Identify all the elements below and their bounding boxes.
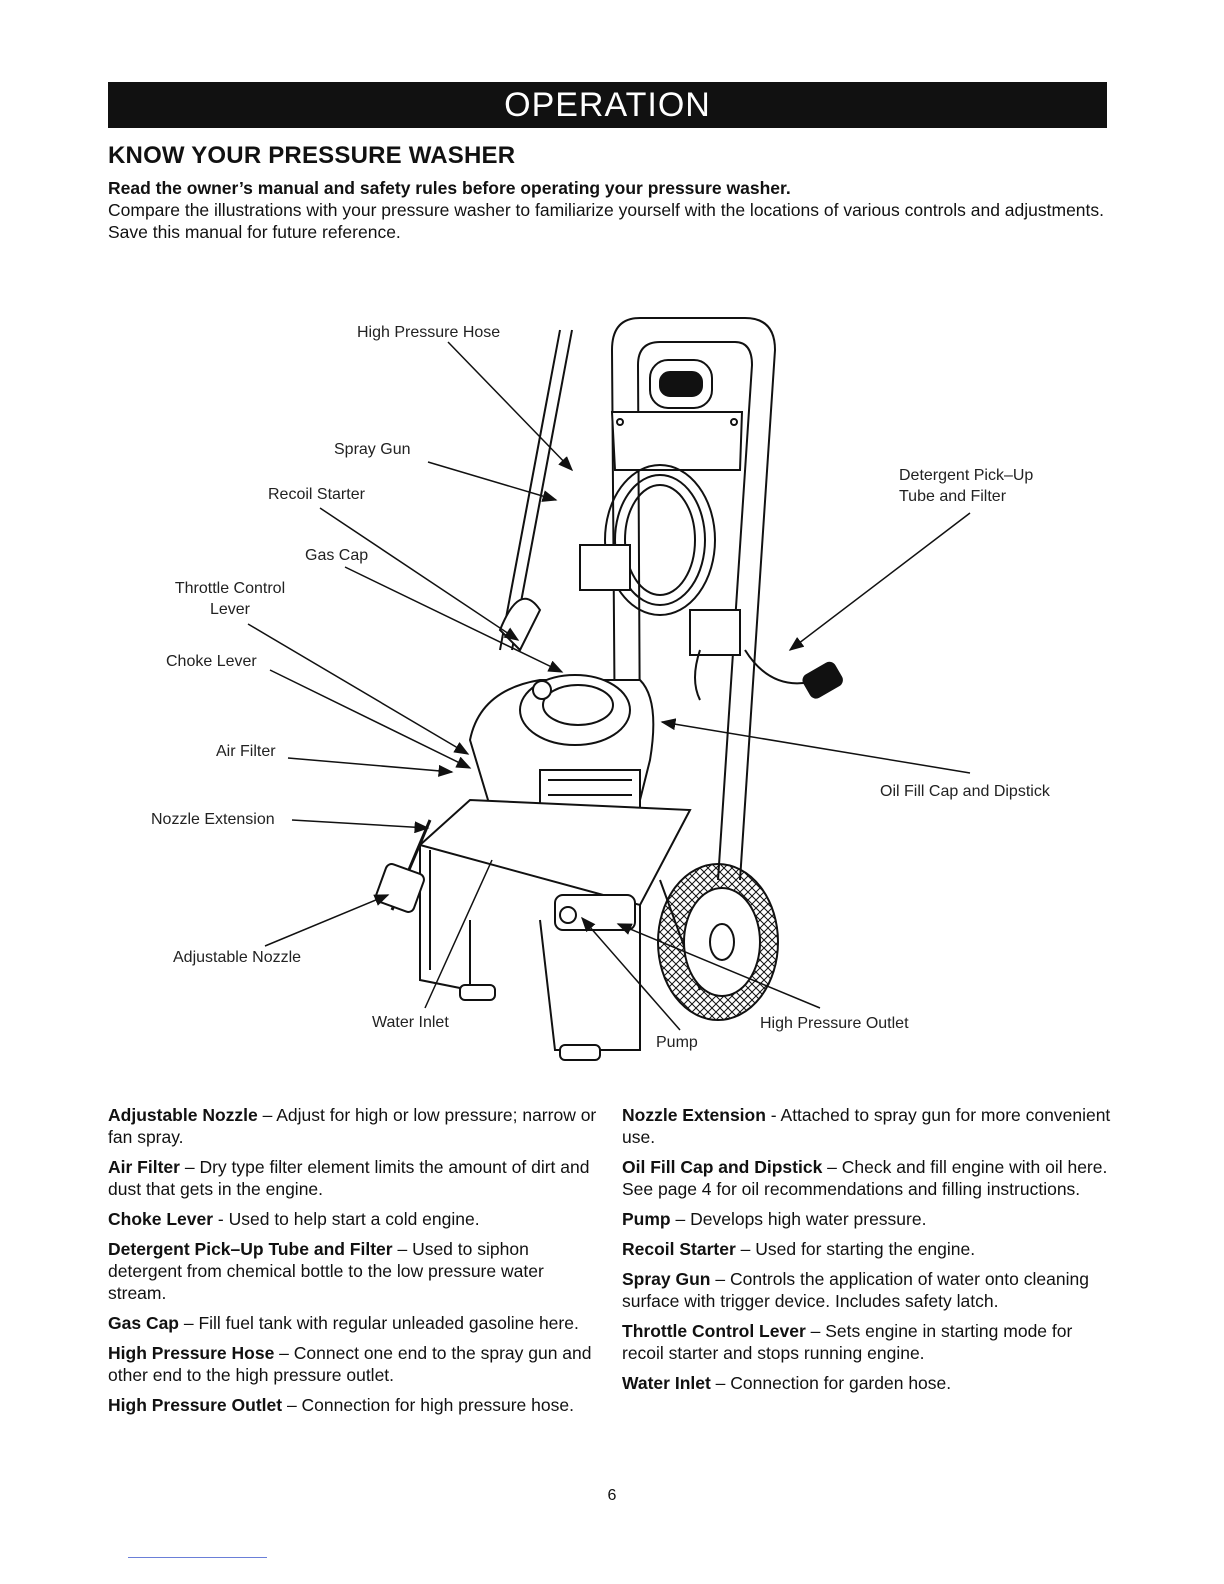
definition-item: Water Inlet – Connection for garden hose… xyxy=(622,1373,952,1393)
definition-item: Nozzle Extension - Attached to spray gun… xyxy=(622,1105,1111,1147)
callout-oil-fill-cap: Oil Fill Cap and Dipstick xyxy=(880,783,1050,800)
callout-gas-cap: Gas Cap xyxy=(305,547,369,564)
definition-item: High Pressure Outlet – Connection for hi… xyxy=(108,1395,574,1415)
definition-item: Recoil Starter – Used for starting the e… xyxy=(622,1239,976,1259)
definitions-right-column: Nozzle Extension - Attached to spray gun… xyxy=(622,1104,1112,1402)
definition-item: High Pressure Hose – Connect one end to … xyxy=(108,1343,592,1385)
definition-item: Gas Cap – Fill fuel tank with regular un… xyxy=(108,1313,579,1333)
page-number: 6 xyxy=(607,1487,617,1504)
callout-nozzle-extension: Nozzle Extension xyxy=(151,811,275,828)
footer-rule xyxy=(128,1557,267,1558)
definition-item: Throttle Control Lever – Sets engine in … xyxy=(622,1321,1073,1363)
callout-spray-gun: Spray Gun xyxy=(334,441,411,458)
definition-item: Pump – Develops high water pressure. xyxy=(622,1209,927,1229)
callout-high-pressure-hose: High Pressure Hose xyxy=(357,324,501,341)
lead-text: Read the owner’s manual and safety rules… xyxy=(108,178,791,198)
callout-leaders xyxy=(247,341,971,1031)
definitions-left-column: Adjustable Nozzle – Adjust for high or l… xyxy=(108,1104,598,1424)
callout-water-inlet: Water Inlet xyxy=(372,1014,449,1031)
callout-recoil-starter: Recoil Starter xyxy=(268,486,365,503)
definition-item: Oil Fill Cap and Dipstick – Check and fi… xyxy=(622,1157,1108,1199)
definition-item: Spray Gun – Controls the application of … xyxy=(622,1269,1089,1311)
callout-throttle-line2: Lever xyxy=(209,601,251,618)
definition-item: Choke Lever - Used to help start a cold … xyxy=(108,1209,480,1229)
washer-drawing xyxy=(375,317,843,1061)
section-banner: OPERATION xyxy=(108,82,1107,128)
intro-text: Compare the illustrations with your pres… xyxy=(108,200,1105,242)
definition-item: Detergent Pick–Up Tube and Filter – Used… xyxy=(108,1239,544,1303)
callout-detergent-pickup: Detergent Pick–Up Tube and Filter xyxy=(899,465,1033,507)
callout-adjustable-nozzle: Adjustable Nozzle xyxy=(173,949,302,966)
callout-pump: Pump xyxy=(656,1034,698,1051)
callout-throttle-control-lever: Throttle Control Lever xyxy=(168,578,292,620)
definition-item: Adjustable Nozzle – Adjust for high or l… xyxy=(108,1105,597,1147)
pressure-washer-figure: High Pressure Hose Spray Gun Recoil Star… xyxy=(0,290,1224,1080)
callout-detergent-line1: Detergent Pick–Up xyxy=(899,467,1034,484)
callout-air-filter: Air Filter xyxy=(216,743,276,760)
page-heading: KNOW YOUR PRESSURE WASHER xyxy=(108,142,516,169)
definition-item: Air Filter – Dry type filter element lim… xyxy=(108,1157,590,1199)
callout-detergent-line2: Tube and Filter xyxy=(899,488,1007,505)
callout-throttle-line1: Throttle Control xyxy=(174,580,286,597)
pressure-washer-illustration xyxy=(247,317,971,1061)
callout-high-pressure-outlet: High Pressure Outlet xyxy=(760,1015,909,1032)
callout-choke-lever: Choke Lever xyxy=(166,653,257,670)
